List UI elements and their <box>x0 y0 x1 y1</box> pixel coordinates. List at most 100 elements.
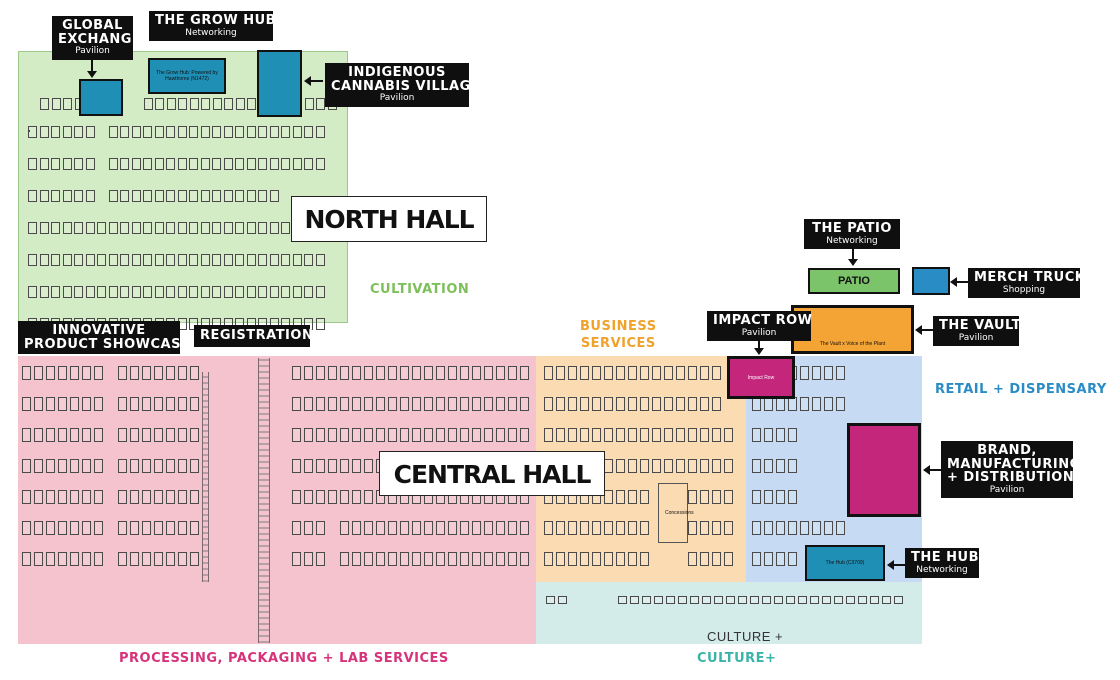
booth <box>143 98 153 110</box>
brand-callout[interactable]: BRAND, MANUFACTURING + DISTRIBUTION Pavi… <box>941 441 1080 499</box>
booth <box>834 596 843 604</box>
booth <box>22 459 31 473</box>
booth <box>235 126 244 138</box>
culture-inner-label: CULTURE + <box>707 629 784 644</box>
booth <box>34 521 43 535</box>
booth <box>316 98 325 110</box>
patio-box[interactable]: PATIO <box>808 268 900 294</box>
booth <box>788 428 797 442</box>
booth <box>628 428 637 442</box>
booth <box>664 397 673 411</box>
booth <box>664 459 673 473</box>
booth <box>496 366 505 380</box>
booth <box>616 552 625 566</box>
booth <box>870 596 879 604</box>
central-hall-title: CENTRAL HALL <box>379 451 605 496</box>
booth <box>212 190 221 202</box>
booth <box>812 521 821 535</box>
booth <box>618 596 627 604</box>
vault-callout[interactable]: THE VAULT Pavilion <box>933 316 1021 347</box>
booth <box>85 158 95 170</box>
booth <box>315 254 325 266</box>
indigenous-callout[interactable]: INDIGENOUS CANNABIS VILLAGE Pavilion <box>325 63 480 107</box>
booth <box>762 596 771 604</box>
booth <box>154 552 163 566</box>
booth <box>752 397 761 411</box>
booth <box>292 552 301 566</box>
booth <box>166 158 175 170</box>
booth <box>189 158 198 170</box>
booth <box>556 521 565 535</box>
hub-box[interactable]: The Hub (C3709) <box>805 545 885 581</box>
booth <box>190 428 199 442</box>
booth <box>130 490 139 504</box>
booth <box>364 490 373 504</box>
vault-pavilion[interactable]: The Vault x Voice of the Plant <box>791 305 914 354</box>
booth <box>63 98 72 110</box>
global-exchange-callout[interactable]: GLOBAL EXCHANGE Pavilion <box>52 16 141 60</box>
booth <box>154 521 163 535</box>
booth <box>70 552 79 566</box>
merch-truck-callout[interactable]: MERCH TRUCK Shopping <box>968 268 1085 299</box>
booth <box>34 428 43 442</box>
registration-callout[interactable]: REGISTRATION <box>194 325 313 347</box>
booth <box>544 397 553 411</box>
booth <box>62 254 72 266</box>
booth <box>246 286 256 298</box>
booth <box>39 286 49 298</box>
booth <box>131 126 141 138</box>
booth <box>258 254 267 266</box>
innovative-callout[interactable]: INNOVATIVE PRODUCT SHOWCASE <box>18 321 190 355</box>
booth <box>752 552 761 566</box>
brand-pavilion[interactable] <box>847 423 921 517</box>
booth <box>97 286 106 298</box>
booth <box>235 222 244 234</box>
booth <box>724 521 733 535</box>
booth <box>822 596 831 604</box>
grow-hub-box[interactable]: The Grow Hub: Powered by Hawthorne (N147… <box>148 58 226 94</box>
booth <box>472 428 481 442</box>
booth <box>34 490 43 504</box>
brand-sub: Pavilion <box>989 484 1025 495</box>
booth <box>788 459 797 473</box>
booth <box>556 366 565 380</box>
indigenous-village-pavilion[interactable] <box>257 50 302 117</box>
booth <box>177 286 187 298</box>
booth <box>51 286 60 298</box>
north-hall-title: NORTH HALL <box>291 196 487 242</box>
booth <box>520 428 529 442</box>
booth <box>304 459 313 473</box>
booth <box>496 428 505 442</box>
booth <box>142 490 151 504</box>
booth <box>130 459 139 473</box>
booth <box>189 98 199 110</box>
booth <box>666 596 675 604</box>
booth <box>700 490 709 504</box>
global-exchange-pavilion[interactable] <box>79 79 123 116</box>
booth <box>94 366 103 380</box>
hub-callout[interactable]: THE HUB Networking <box>905 548 979 579</box>
grow-hub-callout[interactable]: THE GROW HUB Networking <box>149 11 276 42</box>
impact-row-pavilion[interactable]: Impact Row <box>727 356 795 399</box>
booth <box>258 222 267 234</box>
booth <box>39 254 49 266</box>
booth <box>70 521 79 535</box>
booth <box>676 459 685 473</box>
patio-callout[interactable]: THE PATIO Networking <box>804 219 900 250</box>
booth <box>46 459 55 473</box>
booth <box>700 459 709 473</box>
booth <box>364 428 373 442</box>
booth <box>118 490 127 504</box>
booth <box>352 490 361 504</box>
booth <box>616 397 625 411</box>
booth <box>281 254 290 266</box>
booth <box>556 552 565 566</box>
booth <box>436 366 445 380</box>
impact-row-callout[interactable]: IMPACT ROW Pavilion <box>707 311 812 342</box>
booth <box>702 596 711 604</box>
booth <box>74 286 83 298</box>
booth <box>51 126 60 138</box>
booth <box>376 521 385 535</box>
merch-truck-box[interactable] <box>912 267 950 295</box>
booth <box>388 428 397 442</box>
